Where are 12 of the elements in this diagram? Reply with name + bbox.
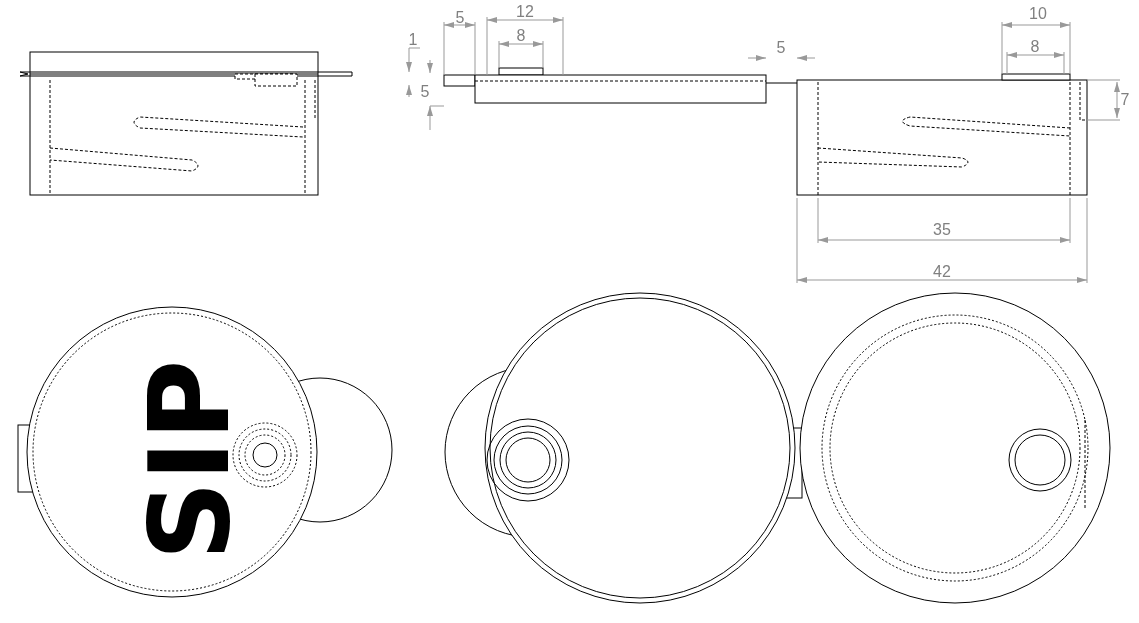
dimension-value: 10: [1029, 6, 1047, 22]
dimension-value: 5: [455, 10, 465, 26]
dimension-value: 5: [776, 40, 786, 56]
dimension-value: 35: [933, 222, 951, 238]
handwritten-text: SIP: [135, 359, 245, 561]
dimension-value: 12: [516, 4, 534, 20]
dimension-value: 8: [516, 28, 526, 44]
dimension-value: 8: [1030, 39, 1040, 55]
dimension-value: 5: [420, 84, 430, 100]
dimension-value: 42: [933, 264, 951, 280]
dimension-value: 1: [408, 32, 418, 48]
dimension-value: 7: [1120, 92, 1130, 108]
